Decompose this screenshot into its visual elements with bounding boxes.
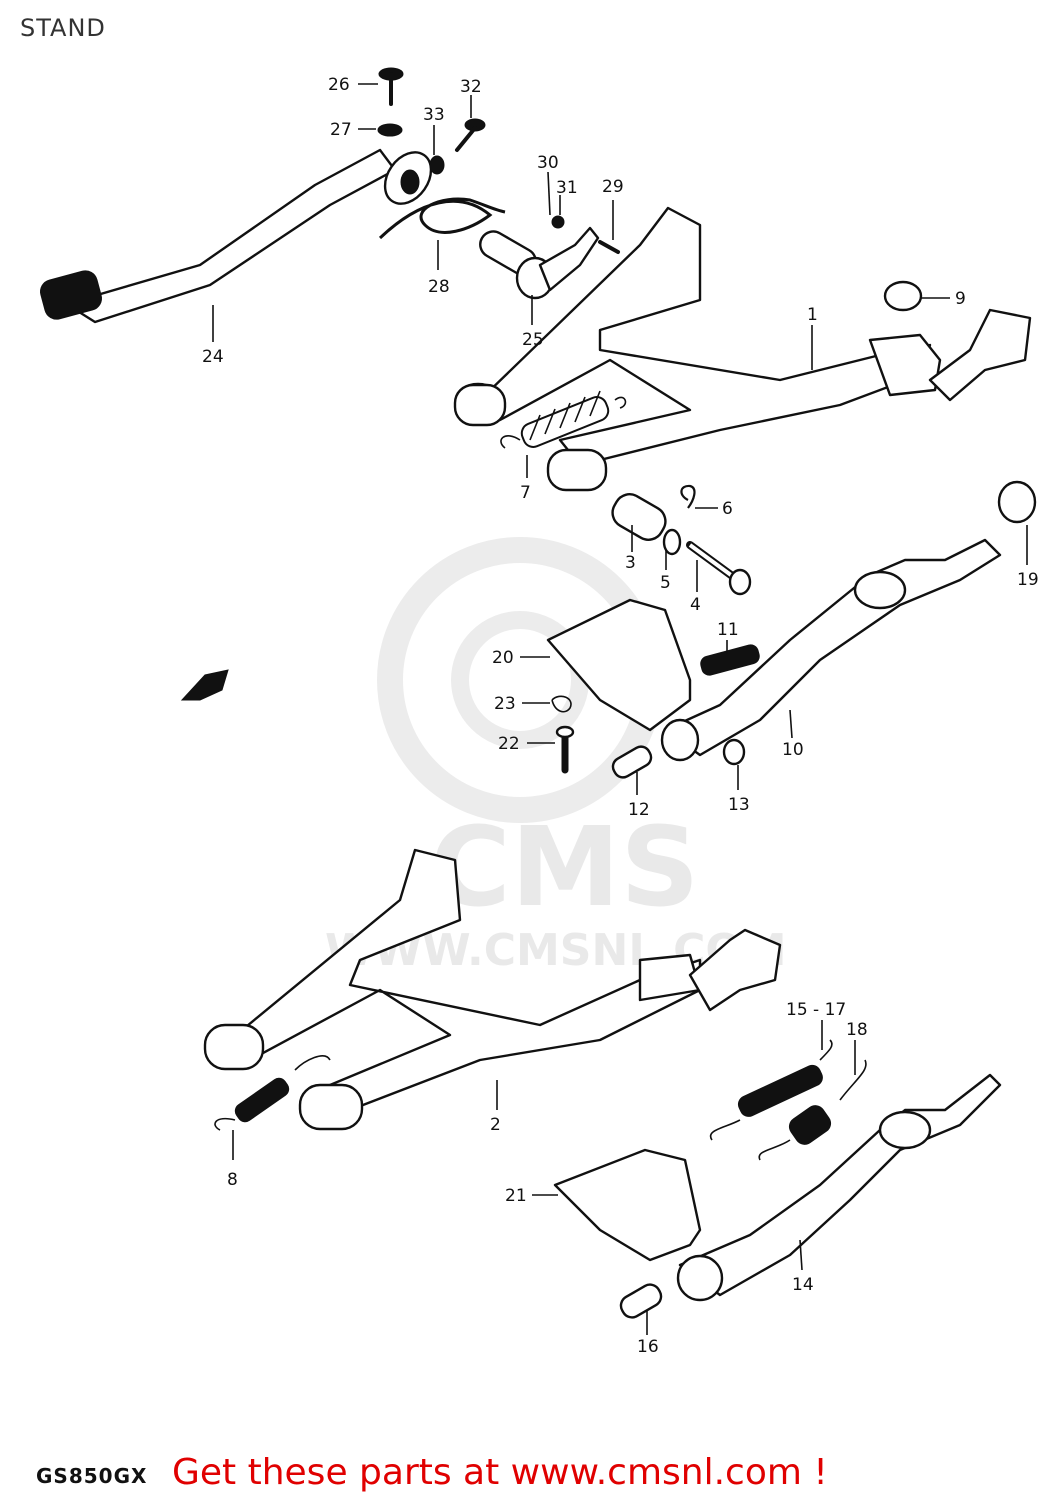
callout-7: 7 [520, 483, 531, 503]
bolt-29 [598, 240, 620, 254]
page-title: STAND [20, 14, 106, 42]
pin-31 [551, 215, 565, 229]
callout-27: 27 [330, 120, 352, 140]
callout-32: 32 [460, 77, 482, 97]
callout-13: 13 [728, 795, 750, 815]
collar-3 [611, 493, 667, 541]
center-stand-2 [203, 848, 782, 1131]
callout-24: 24 [202, 347, 224, 367]
lever-25 [479, 226, 600, 300]
forward-arrow-icon [180, 669, 229, 701]
spring-18 [758, 1059, 867, 1161]
callout-11: 11 [717, 620, 739, 640]
parts-link[interactable]: Get these parts at www.cmsnl.com ! [172, 1452, 828, 1493]
pin-4 [686, 541, 752, 596]
brake-pedal-24 [40, 148, 433, 324]
callout-21: 21 [505, 1186, 527, 1206]
spring-15-17 [709, 1039, 833, 1141]
callout-31: 31 [556, 178, 578, 198]
washer-5 [662, 528, 682, 556]
bolt-16 [619, 1283, 663, 1319]
bracket-20 [546, 598, 692, 732]
callout-23: 23 [494, 694, 516, 714]
callout-30: 30 [537, 153, 559, 173]
spring-11 [700, 644, 760, 676]
spring-8 [214, 1055, 331, 1131]
circlip-23 [551, 695, 572, 713]
callout-1: 1 [807, 305, 818, 325]
callout-19: 19 [1017, 570, 1039, 590]
callout-29: 29 [602, 177, 624, 197]
bolt-32 [455, 118, 486, 152]
watermark-brand: CMS [430, 803, 699, 931]
bolt-22 [555, 725, 575, 774]
callouts: 1 2 3 4 5 6 7 8 9 10 11 12 13 14 15 - 17… [202, 75, 1039, 1357]
callout-20: 20 [492, 648, 514, 668]
callout-22: 22 [498, 734, 520, 754]
callout-5: 5 [660, 573, 671, 593]
spring-7 [500, 390, 627, 449]
callout-25: 25 [522, 330, 544, 350]
nut-13 [722, 738, 746, 766]
side-stand-14 [676, 1073, 1002, 1302]
callout-14: 14 [792, 1275, 814, 1295]
model-code: GS850GX [36, 1464, 148, 1488]
center-stand-1 [453, 206, 1032, 492]
nut-33 [429, 155, 445, 175]
callout-10: 10 [782, 740, 804, 760]
callout-18: 18 [846, 1020, 868, 1040]
bolt-26 [378, 67, 404, 106]
callout-8: 8 [227, 1170, 238, 1190]
callout-16: 16 [637, 1337, 659, 1357]
clip-6 [680, 484, 696, 509]
callout-6: 6 [722, 499, 733, 519]
callout-33: 33 [423, 105, 445, 125]
callout-12: 12 [628, 800, 650, 820]
washer-27 [377, 123, 403, 137]
bracket-21 [553, 1148, 702, 1262]
callout-15-17: 15 - 17 [786, 1000, 846, 1020]
callout-26: 26 [328, 75, 350, 95]
spring-28 [378, 197, 506, 240]
bolt-12 [611, 745, 653, 779]
callout-9: 9 [955, 289, 966, 309]
callout-3: 3 [625, 553, 636, 573]
cms-watermark: CMS WWW.CMSNL.COM [325, 537, 787, 976]
callout-4: 4 [690, 595, 701, 615]
callout-2: 2 [490, 1115, 501, 1135]
rubber-19 [997, 480, 1037, 524]
callout-28: 28 [428, 277, 450, 297]
side-stand-10 [660, 538, 1002, 762]
